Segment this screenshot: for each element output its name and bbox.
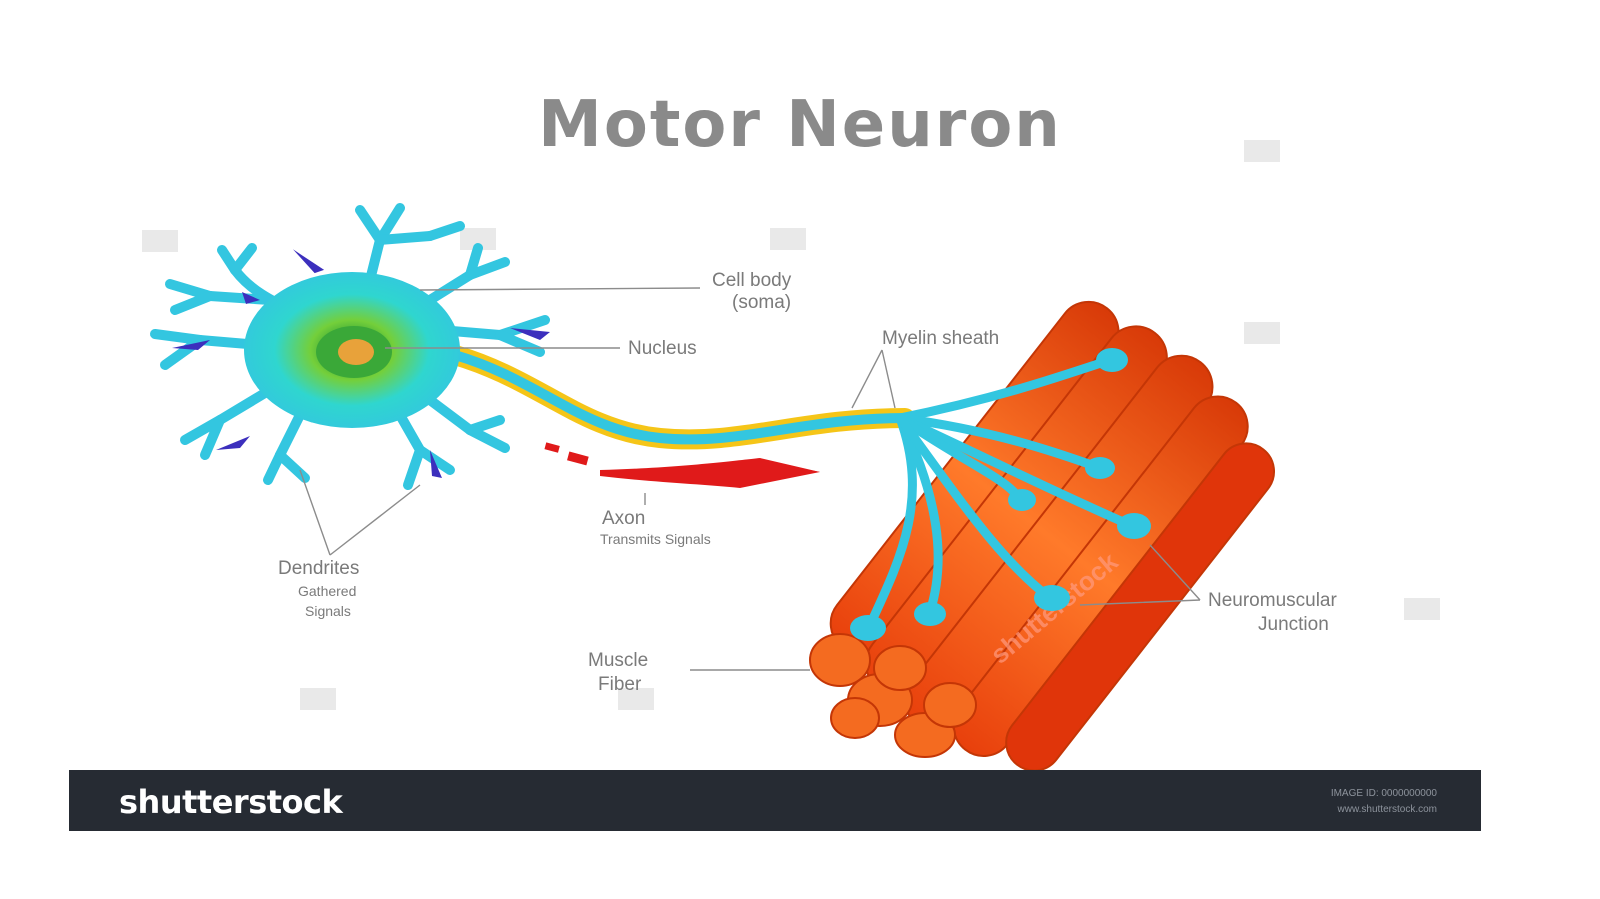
label-dendrites-sub-2: Signals — [305, 603, 351, 619]
label-dendrites-sub-1: Gathered — [298, 583, 356, 599]
axon-terminals — [865, 355, 1135, 630]
label-muscle-fiber-1: Muscle — [588, 650, 648, 671]
brand-logo[interactable]: shutterstock — [119, 783, 343, 821]
label-nmj-1: Neuromuscular — [1208, 590, 1337, 611]
label-nmj-2: Junction — [1258, 614, 1329, 635]
label-dendrites: Dendrites — [278, 558, 359, 579]
watermark-marks — [142, 140, 1440, 710]
footer-site: www.shutterstock.com — [1337, 804, 1437, 815]
page-title: Motor Neuron — [538, 88, 1062, 162]
leader-dendrites — [299, 469, 421, 556]
leader-myelin — [851, 349, 896, 409]
label-cell-body: Cell body — [712, 270, 792, 291]
footer-bar: shutterstock IMAGE ID: 0000000000 www.sh… — [69, 770, 1481, 831]
axon — [445, 345, 915, 450]
label-cell-body-sub: (soma) — [732, 292, 791, 313]
footer-image-id: IMAGE ID: 0000000000 — [1330, 788, 1437, 799]
muscle-fiber-bundle: shutterstock — [809, 300, 1275, 772]
fiber-ends — [809, 633, 977, 758]
terminal-knobs — [850, 348, 1151, 641]
signal-arrows-in — [172, 249, 550, 478]
label-axon: Axon — [602, 508, 645, 529]
leader-nmj — [1079, 544, 1201, 606]
nucleus — [316, 326, 392, 378]
label-muscle-fiber-2: Fiber — [598, 674, 642, 695]
signal-arrow-out — [544, 442, 820, 488]
leader-cell-body — [419, 287, 701, 291]
label-axon-sub: Transmits Signals — [600, 531, 711, 547]
label-myelin-sheath: Myelin sheath — [882, 328, 999, 349]
label-nucleus: Nucleus — [628, 338, 697, 359]
